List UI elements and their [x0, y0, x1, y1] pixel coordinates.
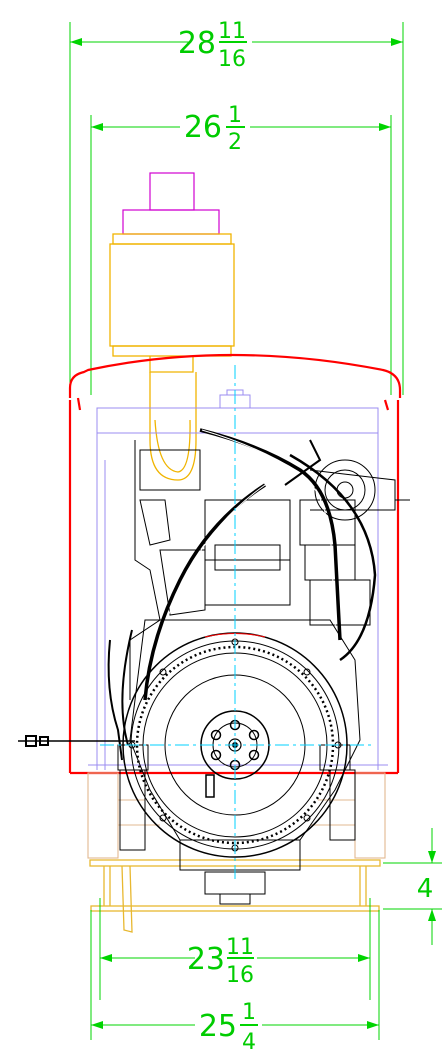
base-outer-width-denominator: 4 — [242, 1030, 256, 1055]
base-outer-width-dimension — [90, 910, 380, 1040]
enclosure-width-denominator: 2 — [228, 130, 242, 155]
enclosure-outline — [68, 353, 402, 775]
base-outer-width-whole: 25 — [199, 1009, 237, 1044]
enclosure-inner-panel — [88, 389, 388, 770]
overall-width-denominator: 16 — [218, 47, 246, 72]
base-height-dimension — [383, 828, 442, 945]
base-outer-width-numerator: 1 — [242, 1000, 256, 1025]
overall-width-label: 28 11 16 — [178, 19, 247, 72]
enclosure-width-dimension — [90, 115, 392, 395]
enclosure-width-label: 26 1 2 — [184, 103, 245, 155]
enclosure-width-numerator: 1 — [228, 103, 242, 128]
enclosure-width-whole: 26 — [184, 110, 222, 145]
overall-width-numerator: 11 — [218, 19, 246, 44]
engine-assembly — [18, 428, 410, 905]
centerlines — [100, 365, 375, 880]
base-height-label: 4 — [417, 874, 434, 904]
base-inner-width-dimension — [99, 898, 371, 1000]
base-inner-width-numerator: 11 — [226, 935, 254, 960]
base-outer-width-label: 25 1 4 — [199, 1000, 258, 1055]
overall-width-whole: 28 — [178, 26, 216, 61]
base-inner-width-whole: 23 — [187, 942, 225, 977]
base-inner-width-denominator: 16 — [226, 963, 254, 988]
overall-width-dimension — [69, 22, 404, 395]
air-filter-cap — [122, 172, 220, 235]
air-filter-housing — [109, 233, 235, 481]
base-inner-width-label: 23 11 16 — [187, 935, 254, 988]
